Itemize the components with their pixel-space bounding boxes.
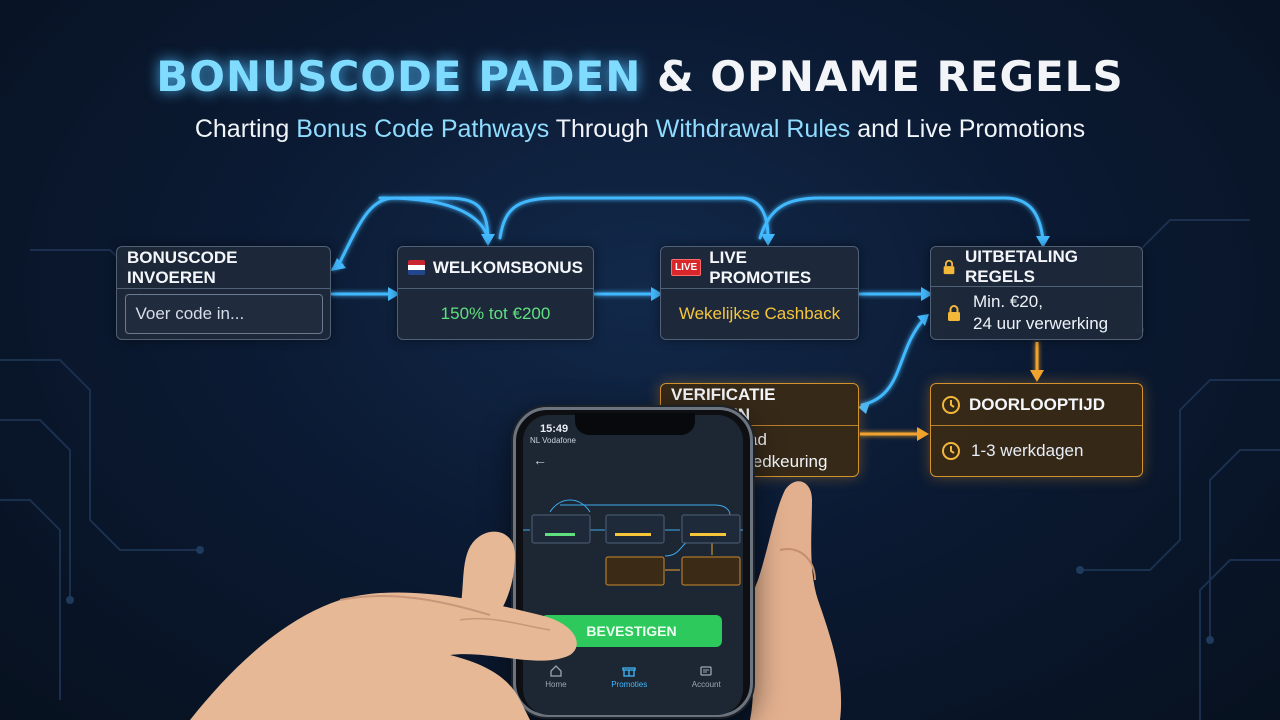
- subtitle-part1: Charting: [194, 115, 297, 143]
- left-hand: [190, 531, 577, 720]
- subtitle-part3: and Live Promotions: [850, 115, 1086, 143]
- loop-live-to-uitbetaling: [758, 196, 1045, 242]
- lock-icon: [948, 305, 960, 321]
- subtitle-part2: Through: [549, 115, 656, 143]
- subtitle-highlight-2: Withdrawal Rules: [655, 115, 851, 143]
- tab-promoties-label: Promoties: [611, 680, 648, 689]
- phone-notch: [575, 413, 695, 435]
- dutch-flag-icon: [408, 260, 425, 275]
- live-badge-icon: LIVE: [671, 259, 702, 276]
- clock-icon: [942, 442, 960, 460]
- home-icon: [550, 665, 562, 677]
- tab-promoties[interactable]: Promoties: [611, 664, 647, 689]
- tab-home-label: Home: [545, 680, 567, 689]
- loop-welkom-to-bonus: [338, 196, 490, 264]
- card-live-promoties: LIVE LIVE PROMOTIES Wekelijkse Cashback: [660, 246, 859, 340]
- loop-to-welkom: [378, 196, 490, 240]
- gift-icon: [622, 667, 636, 677]
- page-subtitle: Charting Bonus Code Pathways Through Wit…: [0, 115, 1280, 144]
- page-title: BONUSCODE PADEN & OPNAME REGELS: [0, 52, 1280, 101]
- clock-icon: [942, 395, 960, 414]
- title-rest: & OPNAME REGELS: [656, 52, 1124, 101]
- card-doorlooptijd-title: DOORLOOPTIJD: [969, 394, 1106, 414]
- arrow-verificatie-to-uitbetaling: [860, 316, 927, 407]
- phone-screen: [523, 415, 743, 715]
- card-welkomsbonus-title: WELKOMSBONUS: [432, 257, 583, 277]
- card-bonuscode-title: BONUSCODE INVOEREN: [127, 247, 238, 287]
- tab-account[interactable]: Account: [692, 664, 721, 689]
- uitbetaling-line-1: Min. €20,: [973, 292, 1043, 311]
- subtitle-highlight-1: Bonus Code Pathways: [296, 115, 550, 143]
- loop-welkom-to-live: [498, 196, 770, 240]
- right-hand: [750, 481, 842, 720]
- live-promoties-value: Wekelijkse Cashback: [678, 304, 841, 323]
- phone-status-time: 15:49: [540, 423, 569, 435]
- card-bonuscode-invoeren: BONUSCODE INVOEREN Voer code in...: [116, 246, 331, 340]
- welkomsbonus-value: 150% tot €200: [440, 304, 551, 323]
- doorlooptijd-value: 1-3 werkdagen: [971, 441, 1084, 460]
- mini-flow-diagram: [523, 499, 743, 586]
- tab-home[interactable]: Home: [545, 664, 567, 689]
- account-icon: [700, 666, 712, 676]
- card-doorlooptijd: DOORLOOPTIJD 1-3 werkdagen: [930, 383, 1143, 477]
- card-welkomsbonus: WELKOMSBONUS 150% tot €200: [397, 246, 594, 340]
- back-arrow-icon[interactable]: ←: [533, 452, 547, 468]
- phone-tab-bar: Home Promoties Account: [523, 658, 743, 708]
- bonus-code-input[interactable]: Voer code in...: [124, 294, 323, 334]
- card-live-title: LIVE PROMOTIES: [709, 247, 812, 287]
- phone-status-carrier: NL Vodafone: [530, 436, 576, 445]
- card-uitbetaling-title: UITBETALING REGELS: [965, 246, 1079, 286]
- tab-account-label: Account: [691, 680, 721, 689]
- uitbetaling-line-2: 24 uur verwerking: [973, 314, 1109, 333]
- card-bonuscode-header: BONUSCODE INVOEREN: [117, 247, 330, 289]
- title-highlight: BONUSCODE PADEN: [156, 52, 642, 101]
- card-uitbetaling-regels: UITBETALING REGELS Min. €20, 24 uur verw…: [930, 246, 1143, 340]
- lock-icon: [943, 259, 955, 274]
